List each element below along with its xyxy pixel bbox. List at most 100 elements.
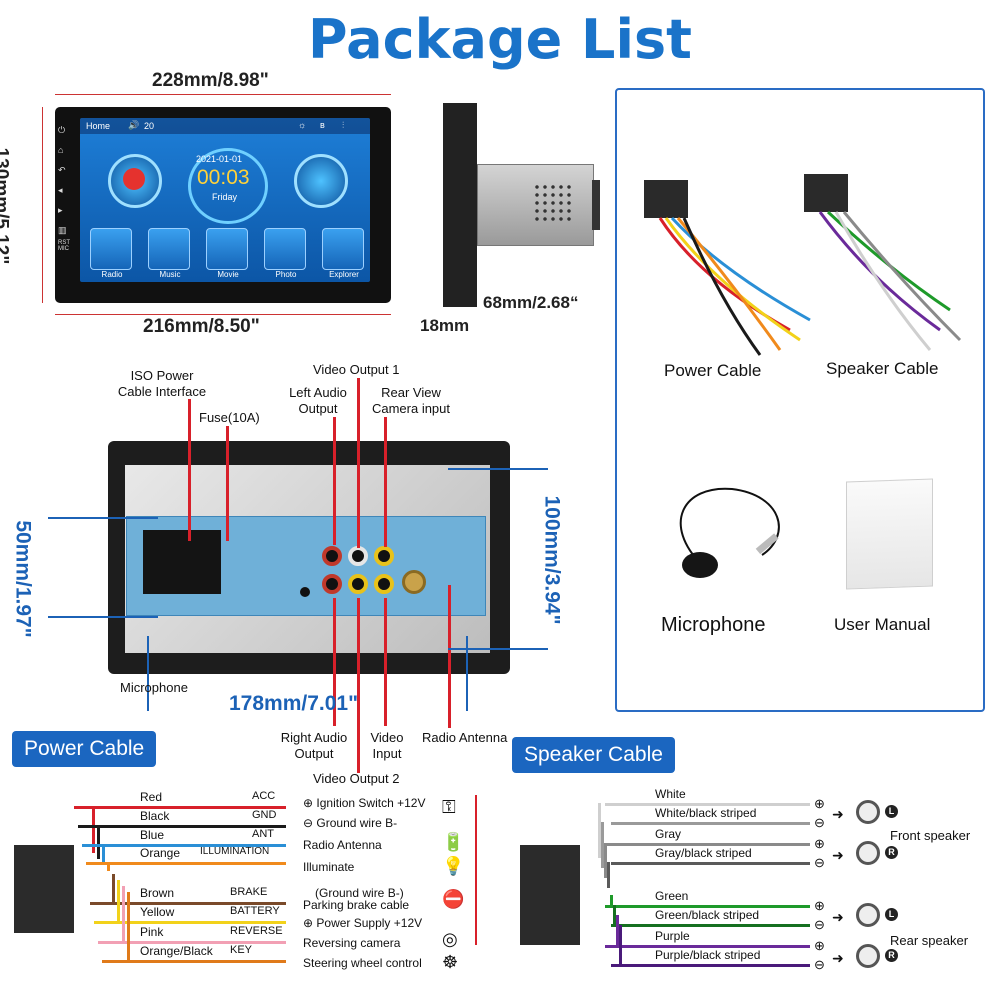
dimension-line (55, 94, 391, 95)
day-text: Friday (212, 192, 238, 202)
power-wire-drop (112, 874, 115, 905)
wire (842, 211, 962, 342)
power-wire-drop (102, 844, 105, 865)
mic-jack[interactable] (300, 587, 310, 597)
wire (834, 211, 932, 351)
front-speaker-label: Front speaker (890, 828, 971, 843)
user-manual-image (846, 478, 933, 590)
speaker-wire (611, 924, 810, 927)
rca-left-audio[interactable] (348, 546, 368, 566)
power-wire-drop (97, 825, 100, 859)
power-wire-drop (92, 806, 95, 853)
date-text: 2021-01-01 (196, 154, 243, 164)
power-connector (644, 180, 688, 218)
play-button[interactable] (108, 154, 162, 208)
dimension-thickness: 18mm (420, 316, 470, 335)
app-radio[interactable]: Radio (90, 228, 134, 279)
power-wire (98, 941, 286, 944)
speaker-wire-label: White/black striped (655, 806, 757, 820)
home-label[interactable]: Home (86, 121, 111, 131)
minus-icon: ⊖ (814, 917, 825, 932)
battery-icon: 🔋 (442, 832, 465, 852)
speaker-wire-label: Gray/black striped (655, 846, 752, 860)
power-cable-heading: Power Cable (12, 731, 157, 767)
rca-video-out1[interactable] (374, 546, 394, 566)
status-bar (80, 118, 370, 134)
rca-right-audio[interactable] (322, 546, 342, 566)
plus-icon: ⊕ (814, 836, 825, 851)
lamp-icon: 💡 (442, 856, 465, 876)
antenna-jack[interactable] (402, 570, 426, 594)
volume-icon[interactable]: 🔊 (128, 120, 140, 130)
dimension-line (448, 468, 548, 470)
power-function-label: ⊕ Power Supply +12V (303, 916, 423, 930)
speaker-wire-label: White (655, 787, 686, 801)
speaker-wire-drop (601, 822, 604, 868)
power-wire-color: Blue (140, 828, 165, 842)
bluetooth-icon[interactable]: ʙ (320, 120, 325, 130)
speaker-cable-heading: Speaker Cable (512, 737, 675, 773)
dimension-rear-height-right: 100mm/3.94" (540, 495, 564, 625)
app-music[interactable]: Music (148, 228, 192, 279)
callout-line (448, 585, 451, 728)
callout-radio-antenna: Radio Antenna (422, 730, 508, 745)
minus-icon: ⊖ (814, 855, 825, 870)
time-text: 00:03 (197, 166, 250, 189)
power-cable-label: Power Cable (664, 361, 762, 380)
power-wire-color: Red (140, 790, 163, 804)
power-wire (74, 806, 286, 809)
app-movie[interactable]: Movie (206, 228, 250, 279)
screen-display: Home 🔊 20 ☼ ʙ ⫶ 2021-01-01 00:03 Friday … (80, 118, 370, 282)
app-explorer[interactable]: Explorer (322, 228, 366, 279)
rca-video-input[interactable] (374, 574, 394, 594)
rca-video-out2[interactable] (348, 574, 368, 594)
speaker-icon (856, 944, 880, 968)
dimension-line (48, 517, 158, 519)
speaker-channel-badge: L (885, 908, 898, 921)
speaker-wire-drop (616, 915, 619, 948)
dimension-width-bottom: 216mm/8.50" (143, 316, 260, 337)
power-wire (86, 862, 286, 865)
speaker-wire-label: Purple (655, 929, 690, 943)
wire (670, 216, 811, 322)
speaker-channel-badge: R (885, 949, 898, 962)
volume-value: 20 (144, 121, 155, 131)
brightness-icon[interactable]: ☼ (298, 120, 307, 130)
power-wire (78, 825, 286, 828)
app-photo[interactable]: Photo (264, 228, 308, 279)
mic-cable (679, 487, 780, 566)
plus-icon: ⊕ (814, 796, 825, 811)
speaker-icon (856, 800, 880, 824)
power-wire-color: Orange (140, 846, 181, 860)
power-connector-block (14, 845, 74, 933)
power-wire (82, 844, 286, 847)
accessories-panel (615, 88, 985, 712)
camera-icon: ◎ (442, 929, 458, 949)
equalizer-icon[interactable]: ⫶ (342, 120, 345, 130)
speaker-wire-drop (610, 895, 613, 908)
dimension-line (147, 636, 149, 711)
parking-brake-icon: ⛔ (442, 889, 465, 909)
callout-line (333, 598, 336, 726)
rear-speaker-label: Rear speaker (890, 933, 969, 948)
phone-link-button[interactable] (294, 154, 348, 208)
wire (682, 217, 762, 356)
iso-connector[interactable] (143, 530, 221, 594)
plus-icon: ⊕ (814, 898, 825, 913)
power-wire-drop (122, 886, 125, 944)
arrow-icon: ➜ (832, 847, 844, 863)
power-wire-pin: GND (252, 809, 277, 821)
speaker-connector-block (520, 845, 580, 945)
speaker-wire (605, 803, 810, 806)
rca-right-audio-2[interactable] (322, 574, 342, 594)
chassis-body (477, 164, 594, 246)
rst-label: RST (58, 240, 70, 246)
callout-video-out1: Video Output 1 (313, 362, 400, 377)
microphone-icon (682, 552, 718, 578)
dimension-width-top: 228mm/8.98" (152, 70, 269, 91)
speaker-channel-badge: L (885, 805, 898, 818)
explorer-icon (322, 228, 364, 270)
callout-line (188, 399, 191, 541)
power-wire-drop (107, 862, 110, 871)
dimension-line (466, 636, 468, 711)
